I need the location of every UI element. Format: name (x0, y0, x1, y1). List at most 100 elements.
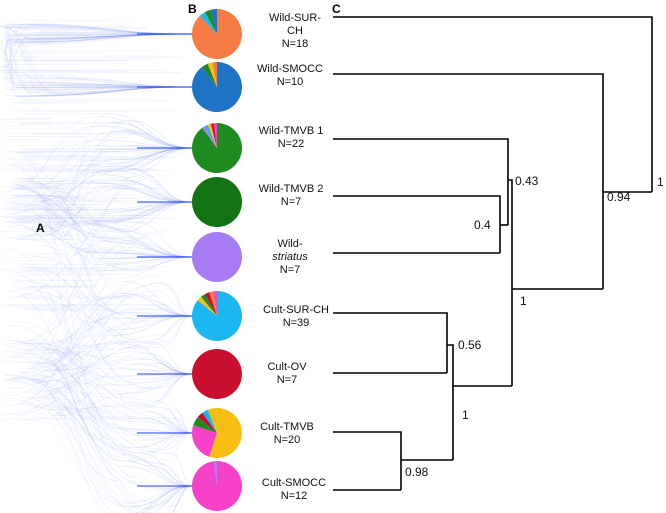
cloud-strand (14, 356, 151, 390)
cloud-strand (3, 418, 143, 441)
cloud-strand (0, 182, 92, 216)
cloud-strand (57, 186, 100, 240)
cloud-strand (36, 214, 113, 225)
cloud-strand (23, 360, 157, 401)
cloud-strand (111, 256, 193, 280)
cloud-strand (164, 282, 193, 317)
cloud-strand (18, 219, 137, 223)
cloud-strand (0, 350, 172, 443)
cloud-strand (18, 335, 160, 401)
pie-wild-sur-ch (192, 9, 242, 59)
cloud-strand (19, 371, 173, 455)
cloud-strand (29, 380, 143, 510)
cloud-strand (3, 202, 133, 244)
cloud-strand (7, 37, 27, 62)
cloud-strand (8, 39, 10, 42)
cloud-strand (18, 215, 111, 264)
support-0-56: 0.56 (458, 338, 482, 352)
cloud-strand (123, 281, 193, 317)
cloud-strand (121, 147, 193, 179)
cloud-strand (6, 158, 121, 227)
cloud-strand (16, 188, 106, 232)
cloud-strand (16, 182, 96, 240)
cloud-strand (28, 281, 152, 389)
cloud-strand (42, 351, 145, 412)
cloud-strand (151, 373, 193, 403)
cloud-strand (16, 276, 157, 486)
cloud-strand (24, 167, 130, 229)
pie-slice (210, 123, 217, 148)
cloud-strand (0, 65, 34, 88)
cloud-strand (5, 374, 173, 507)
cloud-strand (21, 275, 162, 369)
cloud-strand (47, 349, 148, 409)
pie-slice (213, 291, 217, 316)
cloud-strand (11, 379, 147, 430)
branch-node-0-43 (508, 179, 513, 386)
cloud-strand (55, 185, 115, 223)
cloud-strand (27, 342, 158, 389)
cloud-strand (132, 351, 193, 375)
cloud-strand (3, 25, 8, 97)
cloud-strand (4, 27, 20, 49)
cloud-strand (22, 292, 120, 394)
cloud-strand (8, 60, 44, 91)
cloud-strand (17, 281, 146, 316)
cloud-strand (27, 340, 165, 451)
cloud-strand (119, 292, 193, 317)
cloud-strand (29, 378, 129, 451)
cloud-strand (133, 294, 193, 317)
cloud-strand (41, 166, 97, 202)
cloud-strand (9, 221, 138, 254)
pie-wild-striatus (192, 232, 242, 282)
cloud-strand (22, 211, 87, 254)
cloud-strand (13, 377, 140, 422)
cloud-strand (14, 122, 111, 210)
cloud-strand (130, 458, 193, 487)
cloud-strand (156, 400, 193, 434)
cloud-strand (99, 237, 193, 258)
cloud-strand (14, 371, 152, 510)
cloud-strand (1, 25, 28, 29)
cloud-strand (23, 228, 102, 254)
consensus-tree (333, 16, 653, 491)
cloud-strand (22, 376, 119, 481)
cloud-strand (8, 68, 36, 97)
cloud-strand (14, 160, 141, 213)
cloud-strand (38, 193, 158, 257)
cloud-strand (146, 315, 193, 343)
branch-wild-smocc (333, 73, 604, 289)
cloud-strand (1, 48, 19, 97)
cloud-strand (164, 315, 193, 348)
cloud-strand (30, 397, 144, 409)
cloud-strand (164, 315, 193, 343)
pie-cult-smocc (191, 461, 242, 511)
cloud-strand (156, 290, 193, 317)
cloud-strand (35, 405, 147, 436)
cloud-strand (13, 282, 104, 351)
cloud-strand (22, 344, 127, 462)
cloud-strand (20, 396, 134, 513)
cloud-strand (59, 352, 123, 455)
cloud-strand (144, 352, 193, 375)
cloud-strand (45, 415, 137, 418)
cloud-strand (29, 389, 131, 459)
cloud-strand (38, 309, 105, 324)
cloud-strand (18, 349, 168, 439)
pie-slice (192, 177, 242, 227)
support-cult-1: 1 (462, 408, 469, 422)
cloud-strand (122, 459, 193, 487)
pie-slice (192, 425, 217, 457)
cloud-strand (4, 312, 126, 407)
cloud-strand (1, 26, 14, 45)
cloud-strand (9, 42, 13, 61)
pie-slice (192, 232, 242, 282)
cloud-strand (16, 265, 135, 314)
pie-slice (191, 461, 242, 511)
cloud-strand (12, 179, 119, 190)
cloud-strand (5, 25, 34, 31)
cloud-strand (35, 406, 109, 513)
cloud-strand (28, 266, 169, 369)
cloud-strand (91, 182, 193, 203)
